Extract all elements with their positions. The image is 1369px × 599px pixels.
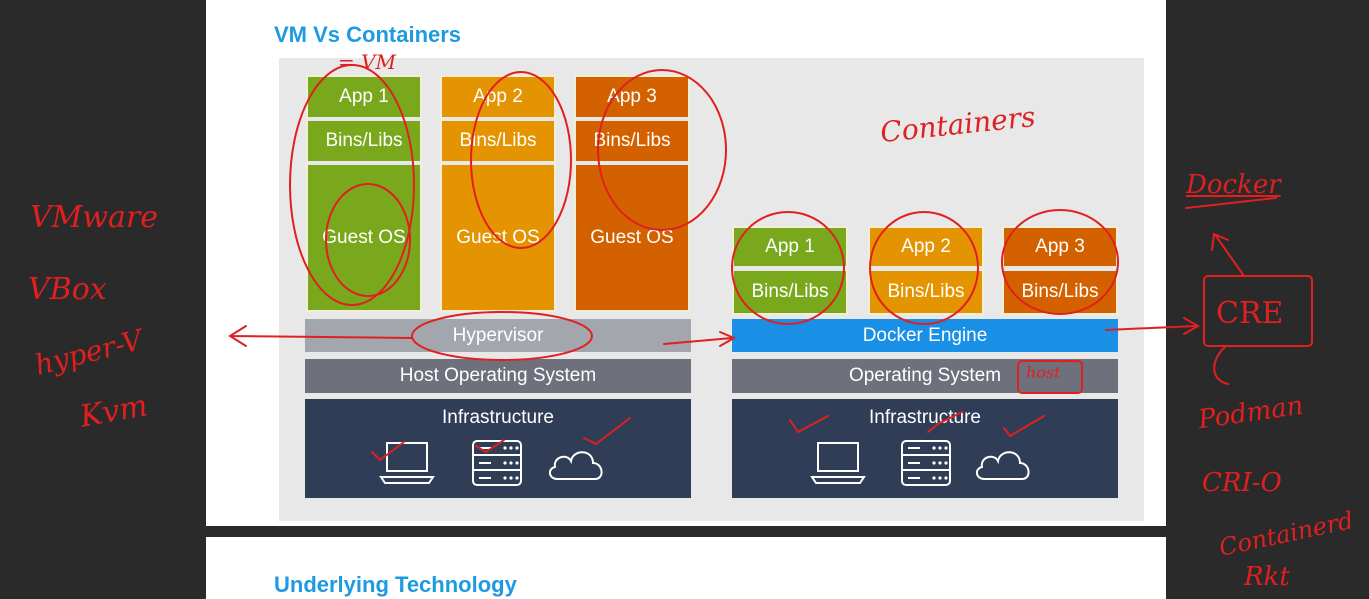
slide-underlying-technology: Underlying Technology [206,537,1166,599]
vm-bins-3: Bins/Libs [576,121,688,161]
cloud-icon [976,451,1030,480]
vm-app-1: App 1 [308,77,420,117]
section-title: VM Vs Containers [274,22,462,47]
server-icon [472,440,522,486]
host-os-layer: Host Operating System [305,359,691,393]
vm-guest-os-2: Guest OS [442,165,554,310]
vm-bins-2: Bins/Libs [442,121,554,161]
vm-bins-1: Bins/Libs [308,121,420,161]
docker-arrow [1211,232,1245,277]
container-bins-1: Bins/Libs [734,271,846,313]
annotation-host: host [1026,363,1061,382]
laptop-icon [379,442,435,484]
server-icon [901,440,951,486]
docker-engine-layer: Docker Engine [732,319,1118,352]
annotation-vmware: VMware [30,200,159,235]
infrastructure-label: Infrastructure [869,407,981,428]
infrastructure-label: Infrastructure [442,407,554,428]
laptop-icon [810,442,866,484]
annotation-crio: CRI-O [1202,468,1282,498]
annotation-rkt: Rkt [1244,562,1290,592]
vm-app-3: App 3 [576,77,688,117]
infrastructure-layer-vm: Infrastructure [305,399,691,498]
annotation-vbox: VBox [28,272,107,307]
cloud-icon [549,451,603,480]
infrastructure-layer-containers: Infrastructure [732,399,1118,498]
container-bins-3: Bins/Libs [1004,271,1116,313]
vm-guest-os-3: Guest OS [576,165,688,310]
annotation-vm-mark: = VM [338,50,397,74]
annotation-hyperv: hyper-V [31,323,146,382]
annotation-podman: Podman [1196,390,1306,436]
annotation-cre: CRE [1216,296,1284,331]
podman-arrow [1213,345,1229,385]
hypervisor-layer: Hypervisor [305,319,691,352]
container-app-1: App 1 [734,228,846,266]
container-app-2: App 2 [870,228,982,266]
section-title-2: Underlying Technology [274,572,517,597]
vm-guest-os-1: Guest OS [308,165,420,310]
vm-app-2: App 2 [442,77,554,117]
annotation-containerd: Containerd [1216,506,1356,562]
container-app-3: App 3 [1004,228,1116,266]
annotation-docker: Docker [1186,170,1281,200]
container-bins-2: Bins/Libs [870,271,982,313]
annotation-kvm: Kvm [77,388,151,435]
